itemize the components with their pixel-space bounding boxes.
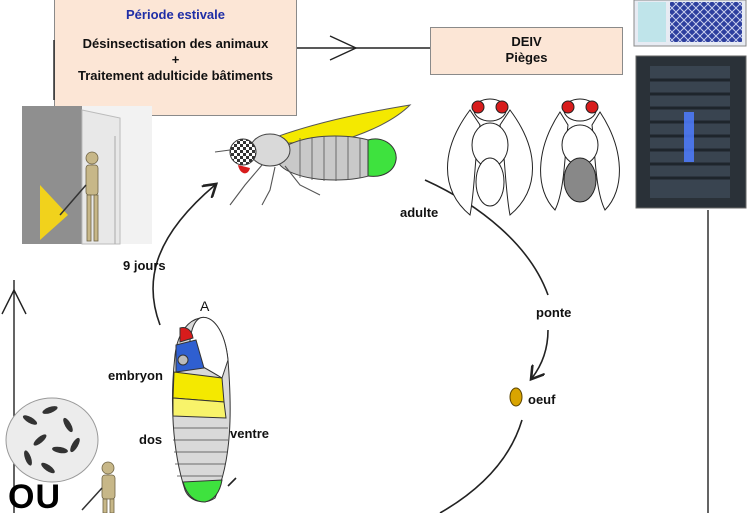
summer-line-plus: + bbox=[171, 52, 180, 67]
deiv-line-1: DEIV bbox=[511, 34, 542, 49]
embryo-illustration bbox=[171, 316, 231, 503]
label-dos: dos bbox=[139, 432, 163, 447]
control-loop-lines bbox=[1, 35, 709, 513]
label-ventre: ventre bbox=[230, 426, 270, 441]
summer-line-adulticide: Traitement adulticide bâtiments bbox=[77, 68, 274, 83]
deiv-box: DEIV Pièges bbox=[430, 27, 623, 75]
larvae-bowl-photo bbox=[5, 397, 99, 483]
worker-figure bbox=[59, 151, 99, 242]
worker-figure-bottom bbox=[81, 461, 116, 513]
adult-fly-diagram-male bbox=[540, 98, 620, 211]
deiv-line-2: Pièges bbox=[505, 50, 548, 65]
uv-trap-photo bbox=[635, 55, 747, 209]
label-adulte: adulte bbox=[400, 205, 439, 220]
label-ou: OU bbox=[8, 478, 61, 516]
adult-fly-diagram-female bbox=[447, 98, 533, 216]
summer-period-box: Période estivale Désinsectisation des an… bbox=[54, 0, 297, 116]
summer-line-disinsection: Désinsectisation des animaux bbox=[82, 36, 269, 51]
sticky-trap-photo bbox=[633, 0, 747, 47]
label-oeuf: oeuf bbox=[528, 392, 556, 407]
label-9-jours: 9 jours bbox=[123, 258, 166, 273]
adult-fly-colored bbox=[214, 104, 412, 206]
label-ponte: ponte bbox=[536, 305, 572, 320]
egg-icon bbox=[509, 387, 523, 407]
life-cycle-arrows bbox=[152, 179, 549, 513]
building-spraying-photo bbox=[22, 106, 152, 245]
label-a: A bbox=[200, 298, 210, 314]
label-embryon: embryon bbox=[108, 368, 163, 383]
summer-period-title: Période estivale bbox=[126, 7, 225, 22]
